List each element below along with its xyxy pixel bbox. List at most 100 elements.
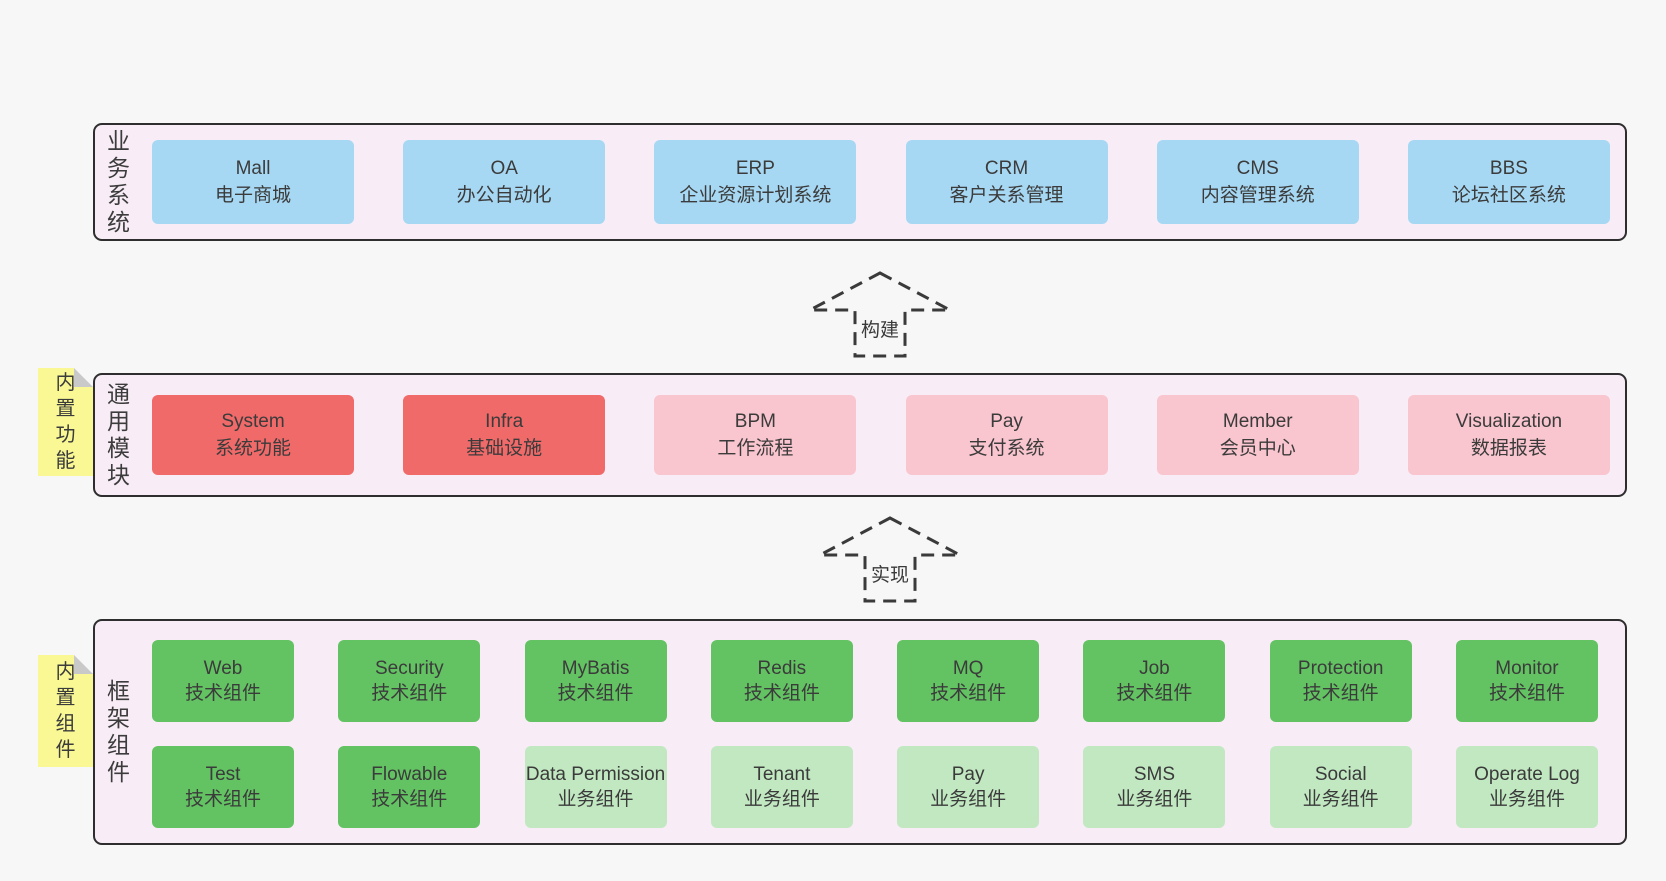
box-redis: Redis 技术组件 [710, 640, 853, 722]
box-system: System 系统功能 [152, 395, 354, 475]
box-mybatis: MyBatis 技术组件 [524, 640, 667, 722]
box-subtitle: 业务组件 [743, 789, 820, 810]
box-title: BBS [1489, 158, 1528, 179]
box-sms: SMS 业务组件 [1083, 746, 1226, 828]
sticky-label-text: 内置功能 [55, 372, 76, 472]
box-subtitle: 技术组件 [557, 683, 634, 704]
box-security: Security 技术组件 [338, 640, 481, 722]
box-tenant: Tenant 业务组件 [710, 746, 853, 828]
box-subtitle: 企业资源计划系统 [679, 185, 832, 206]
box-subtitle: 内容管理系统 [1200, 185, 1315, 206]
box-title: MQ [952, 658, 984, 679]
box-subtitle: 业务组件 [557, 789, 634, 810]
box-title: Visualization [1455, 411, 1563, 432]
box-subtitle: 支付系统 [968, 438, 1045, 459]
box-subtitle: 技术组件 [371, 789, 448, 810]
box-subtitle: 办公自动化 [456, 185, 552, 206]
section-label-text: 业务系统 [107, 128, 130, 235]
implement-arrow-label: 实现 [868, 560, 912, 587]
box-subtitle: 电子商城 [214, 185, 291, 206]
box-web: Web 技术组件 [152, 640, 294, 722]
section-framework-components: 框架组件 Web 技术组件 Security 技术组件 MyBatis 技术组件… [93, 619, 1627, 845]
box-flowable: Flowable 技术组件 [338, 746, 481, 828]
box-bpm: BPM 工作流程 [654, 395, 857, 475]
box-subtitle: 会员中心 [1219, 438, 1296, 459]
box-title: ERP [735, 158, 775, 179]
up-arrow-icon [809, 271, 951, 358]
box-protection: Protection 技术组件 [1269, 640, 1412, 722]
box-title: Monitor [1495, 658, 1559, 679]
box-subtitle: 技术组件 [371, 683, 448, 704]
box-title: Social [1314, 764, 1367, 785]
box-title: Flowable [371, 764, 448, 785]
box-title: CMS [1236, 158, 1279, 179]
box-subtitle: 工作流程 [717, 438, 794, 459]
box-title: Pay [951, 764, 985, 785]
box-title: Infra [485, 411, 524, 432]
box-subtitle: 业务组件 [1116, 789, 1193, 810]
box-title: System [221, 411, 285, 432]
box-subtitle: 业务组件 [1488, 789, 1565, 810]
build-arrow-label: 构建 [858, 315, 902, 342]
modules-box-row: System 系统功能 Infra 基础设施 BPM 工作流程 Pay 支付系统… [152, 375, 1610, 495]
box-title: Tenant [753, 764, 811, 785]
section-business-systems: 业务系统 Mall 电子商城 OA 办公自动化 ERP 企业资源计划系统 CRM… [93, 123, 1627, 241]
components-box-rows: Web 技术组件 Security 技术组件 MyBatis 技术组件 Redi… [152, 640, 1598, 828]
section-label-text: 框架组件 [107, 678, 130, 785]
box-subtitle: 客户关系管理 [949, 185, 1064, 206]
box-member: Member 会员中心 [1156, 395, 1359, 475]
section-label-text: 通用模块 [107, 381, 130, 488]
box-title: Operate Log [1474, 764, 1580, 785]
box-visualization: Visualization 数据报表 [1407, 395, 1610, 475]
box-subtitle: 系统功能 [214, 438, 291, 459]
implement-arrow: 实现 [817, 515, 963, 605]
box-title: Test [205, 764, 241, 785]
box-subtitle: 技术组件 [184, 789, 261, 810]
box-subtitle: 业务组件 [1302, 789, 1379, 810]
box-title: SMS [1133, 764, 1175, 785]
box-subtitle: 技术组件 [743, 683, 820, 704]
box-subtitle: 技术组件 [1116, 683, 1193, 704]
box-title: Security [374, 658, 444, 679]
box-subtitle: 技术组件 [184, 683, 261, 704]
box-title: Protection [1297, 658, 1384, 679]
box-title: Web [203, 658, 243, 679]
box-oa: OA 办公自动化 [403, 140, 606, 224]
box-mq: MQ 技术组件 [897, 640, 1040, 722]
box-title: BPM [734, 411, 776, 432]
box-subtitle: 数据报表 [1470, 438, 1547, 459]
box-data-permission: Data Permission 业务组件 [524, 746, 667, 828]
sticky-note-builtin-features: 内置功能 [38, 368, 93, 476]
box-subtitle: 技术组件 [1488, 683, 1565, 704]
box-title: OA [490, 158, 518, 179]
box-title: Pay [990, 411, 1023, 432]
business-box-row: Mall 电子商城 OA 办公自动化 ERP 企业资源计划系统 CRM 客户关系… [152, 125, 1610, 239]
sticky-label-text: 内置组件 [55, 661, 76, 761]
build-arrow: 构建 [807, 270, 953, 360]
box-title: Data Permission [525, 764, 666, 785]
box-erp: ERP 企业资源计划系统 [654, 140, 857, 224]
box-cms: CMS 内容管理系统 [1156, 140, 1359, 224]
folded-corner-icon [74, 655, 93, 674]
box-title: Mall [235, 158, 271, 179]
box-job: Job 技术组件 [1083, 640, 1226, 722]
box-monitor: Monitor 技术组件 [1455, 640, 1598, 722]
section-common-modules: 通用模块 System 系统功能 Infra 基础设施 BPM 工作流程 Pay… [93, 373, 1627, 497]
box-title: Job [1139, 658, 1170, 679]
box-operate-log: Operate Log 业务组件 [1455, 746, 1598, 828]
box-social: Social 业务组件 [1269, 746, 1412, 828]
box-title: MyBatis [561, 658, 630, 679]
folded-corner-icon [74, 368, 93, 387]
box-subtitle: 基础设施 [466, 438, 543, 459]
box-subtitle: 技术组件 [1302, 683, 1379, 704]
box-title: CRM [984, 158, 1029, 179]
sticky-note-builtin-components: 内置组件 [38, 655, 93, 767]
box-pay-component: Pay 业务组件 [897, 746, 1040, 828]
components-row-2: Test 技术组件 Flowable 技术组件 Data Permission … [152, 746, 1598, 828]
box-title: Redis [757, 658, 807, 679]
box-bbs: BBS 论坛社区系统 [1407, 140, 1610, 224]
section-components-label: 框架组件 [105, 621, 132, 843]
box-infra: Infra 基础设施 [403, 395, 606, 475]
box-pay: Pay 支付系统 [905, 395, 1108, 475]
box-subtitle: 技术组件 [930, 683, 1007, 704]
